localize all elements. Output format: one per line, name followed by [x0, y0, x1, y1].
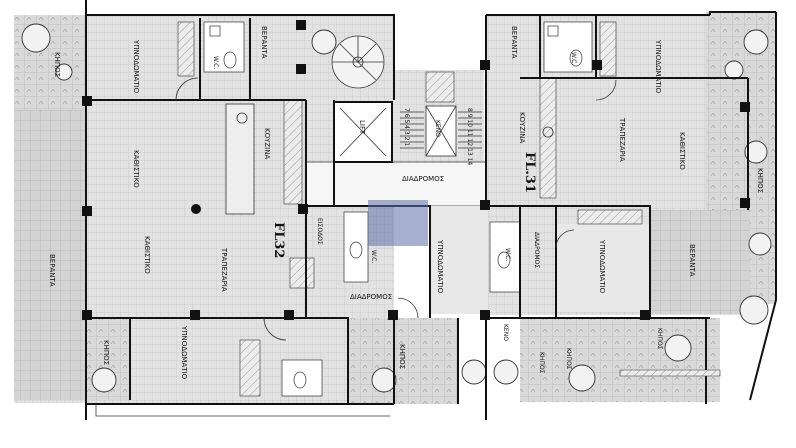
label-keno-center: ΚΕΝΟ — [434, 120, 441, 137]
kitchen-island-left — [225, 103, 255, 215]
label-kathistiko-left-2: ΚΑΘΙΣΤΙΚΟ — [143, 236, 151, 274]
label-veranta-top-left: ΒΕΡΑΝΤΑ — [260, 26, 268, 59]
label-wc-center: W.C. — [370, 250, 377, 263]
label-kipos-center: ΚΗΠΟΣ — [398, 344, 406, 369]
kipos-center-area — [348, 318, 458, 404]
spiral-stair — [331, 35, 385, 89]
label-kathistiko-right: ΚΑΘΙΣΤΙΚΟ — [678, 132, 686, 170]
structural-columns — [82, 20, 750, 320]
label-diadromos-center: ΔΙΑΔΡΟΜΟΣ — [402, 175, 444, 183]
label-ypnodomatio-top-left: ΥΠΝΟΔΩΜΑΤΙΟ — [132, 39, 140, 94]
stair-treads — [400, 71, 482, 149]
stair-numbers-left: 7 6 5 4 3 2 1 — [403, 108, 410, 146]
right-lower-bedroom — [556, 224, 650, 312]
wardrobe-bottom-left — [239, 339, 261, 397]
label-ypnodomatio-right: ΥΠΝΟΔΩΜΑΤΙΟ — [598, 239, 606, 294]
label-kipos-bottom-2: ΚΗΠΟΣ — [565, 348, 572, 370]
label-keno-bottom: ΚΕΝΟ — [502, 324, 509, 341]
label-ypnodomatio-bottom-left: ΥΠΝΟΔΩΜΑΤΙΟ — [180, 325, 188, 380]
stair-numbers-right: 8 9 10 11 12 13 14 — [466, 108, 473, 165]
label-ypnodomatio-center: ΥΠΝΟΔΩΜΑΤΙΟ — [436, 239, 444, 294]
wardrobe-center — [289, 257, 315, 289]
label-wc-top-right: W.C. — [570, 52, 577, 65]
tree-symbols — [21, 23, 772, 393]
ypnodomatio-center-area — [430, 206, 488, 314]
wc-fixtures — [203, 21, 593, 397]
label-diadromos-left: ΔΙΑΔΡΟΜΟΣ — [350, 293, 392, 301]
label-kipos-bottom-1: ΚΗΠΟΣ — [538, 352, 545, 374]
label-kipos-top-left: ΚΗΠΟΣ — [53, 52, 61, 77]
label-trapezaria-right: ΤΡΑΠΕΖΑΡΙΑ — [618, 117, 626, 162]
label-kouzina-left: ΚΟΥΖΙΝΑ — [263, 128, 271, 159]
label-kouzina-right: ΚΟΥΖΙΝΑ — [518, 112, 526, 143]
label-veranta-left: ΒΕΡΑΝΤΑ — [48, 254, 56, 287]
veranta-right-area — [650, 210, 750, 314]
label-fl31: FL.31 — [522, 152, 537, 193]
wardrobe-top-left — [177, 21, 195, 77]
kitchen-counter-left — [283, 99, 303, 205]
wardrobe-top-right — [599, 21, 617, 77]
label-veranta-top-right: ΒΕΡΑΝΤΑ — [510, 26, 518, 59]
label-wc-right: W.C. — [504, 248, 511, 261]
walls — [85, 0, 777, 420]
door-swings — [175, 77, 617, 341]
label-kipos-right: ΚΗΠΟΣ — [756, 168, 764, 193]
label-fl32: FL32 — [271, 222, 286, 258]
label-kipos-bottom-3: ΚΗΠΟΣ — [656, 328, 663, 350]
label-eisodos: ΕΙΣΟΔΟΣ — [316, 218, 323, 245]
label-ypnodomatio-top-right: ΥΠΝΟΔΩΜΑΤΙΟ — [654, 39, 662, 94]
wardrobe-right-lower — [577, 209, 643, 225]
label-diadromos-right: ΔΙΑΔΡΟΜΟΣ — [533, 232, 540, 268]
veranta-left-area — [14, 110, 86, 400]
label-trapezaria-left: ΤΡΑΠΕΖΑΡΙΑ — [220, 247, 228, 292]
label-kathistiko-left-1: ΚΑΘΙΣΤΙΚΟ — [132, 150, 140, 188]
kipos-bottom-right-area — [520, 318, 720, 402]
label-wc-top-left: W.C. — [212, 56, 219, 69]
selection-overlay — [368, 200, 428, 246]
bottom-railing — [619, 369, 721, 377]
label-kipos-bottom-left: ΚΗΠΟΣ — [102, 340, 110, 365]
diadromos-center-area — [306, 162, 486, 206]
kitchen-counter-right — [539, 77, 557, 199]
label-veranta-right: ΒΕΡΑΝΤΑ — [688, 244, 696, 277]
label-lift: LIFT — [358, 120, 366, 135]
